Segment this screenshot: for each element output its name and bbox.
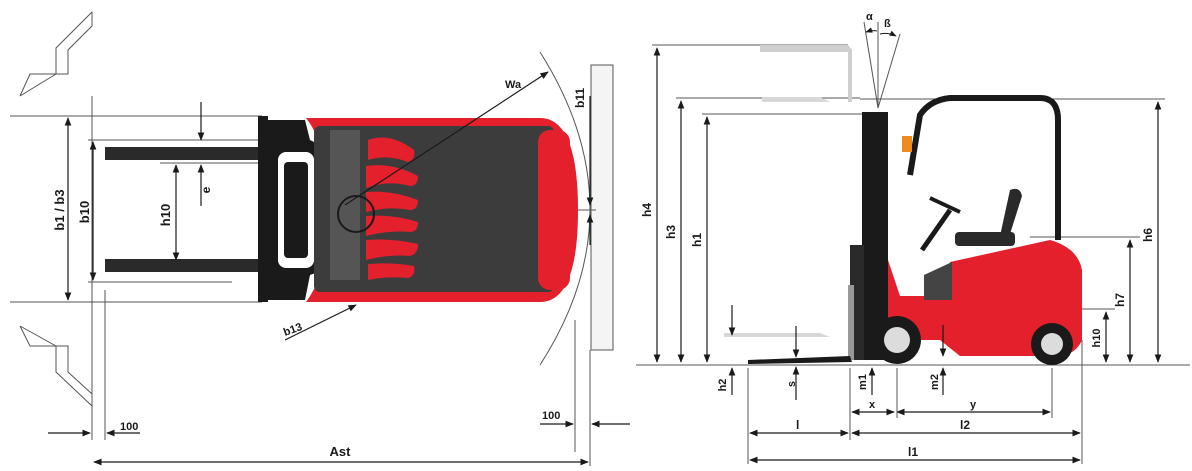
label-m1: m1 <box>857 374 869 390</box>
dim-wa <box>344 71 549 206</box>
side-view: α ß h4 h3 h1 <box>636 11 1190 464</box>
fork-bottom <box>105 259 265 272</box>
label-alpha: α <box>866 11 873 23</box>
mast-inner <box>284 162 308 258</box>
aisle-corner-bottom <box>19 325 93 420</box>
warning-light <box>902 136 912 152</box>
label-h7: h7 <box>1113 293 1127 307</box>
label-y: y <box>970 399 977 411</box>
label-l: l <box>796 418 799 432</box>
label-h2: h2 <box>717 379 729 392</box>
arc-beta <box>879 30 897 37</box>
raised-forks-max <box>760 45 852 102</box>
label-b1-b3: b1 / b3 <box>52 189 67 230</box>
fork-carriage <box>258 116 268 302</box>
label-h10-side: h10 <box>1091 329 1103 348</box>
fork-side <box>748 356 852 364</box>
label-h10-top: h10 <box>158 204 173 226</box>
backrest-side <box>848 285 854 360</box>
label-h3: h3 <box>664 225 678 239</box>
tilt-line-beta <box>877 33 901 109</box>
label-100-right: 100 <box>542 410 560 422</box>
overhead-guard <box>907 95 1061 240</box>
footwell <box>924 262 952 300</box>
chassis-side <box>888 240 1082 356</box>
top-view: b1 / b3 b10 h10 e <box>10 11 630 466</box>
turning-radius-arc <box>539 51 591 366</box>
label-h4: h4 <box>640 203 654 217</box>
label-ast: Ast <box>330 444 352 459</box>
label-l2: l2 <box>960 418 970 432</box>
seat-side <box>955 188 1022 242</box>
label-b13: b13 <box>282 321 304 339</box>
arc-alpha <box>865 27 878 33</box>
label-l1: l1 <box>908 445 918 459</box>
label-wa: Wa <box>505 79 522 91</box>
rear-wheel-hub <box>1041 333 1063 355</box>
counterweight-top <box>538 130 570 290</box>
label-e: e <box>199 186 213 193</box>
label-m2: m2 <box>929 374 941 390</box>
label-b11: b11 <box>573 88 587 108</box>
label-h6: h6 <box>1141 228 1155 242</box>
dim-b13 <box>284 304 357 341</box>
steering-wheel-top <box>337 195 375 233</box>
fork-top <box>105 147 265 160</box>
steering-wheel-side <box>929 196 961 214</box>
seat-cushion-side <box>955 232 1015 246</box>
ghost-fork-low <box>724 333 830 337</box>
front-wheel-hub <box>884 327 910 353</box>
raised-forks-mid <box>762 97 830 102</box>
label-s: s <box>786 381 798 387</box>
aisle-corner-top <box>19 11 93 97</box>
label-100-left: 100 <box>120 421 138 433</box>
tilt-line-alpha <box>863 21 879 109</box>
label-beta: ß <box>884 18 891 30</box>
shelf-rack <box>590 64 614 351</box>
label-h1: h1 <box>690 233 704 247</box>
label-x: x <box>869 399 876 411</box>
label-b10: b10 <box>77 201 92 223</box>
steering-column <box>919 208 953 252</box>
mast-side <box>862 112 888 360</box>
